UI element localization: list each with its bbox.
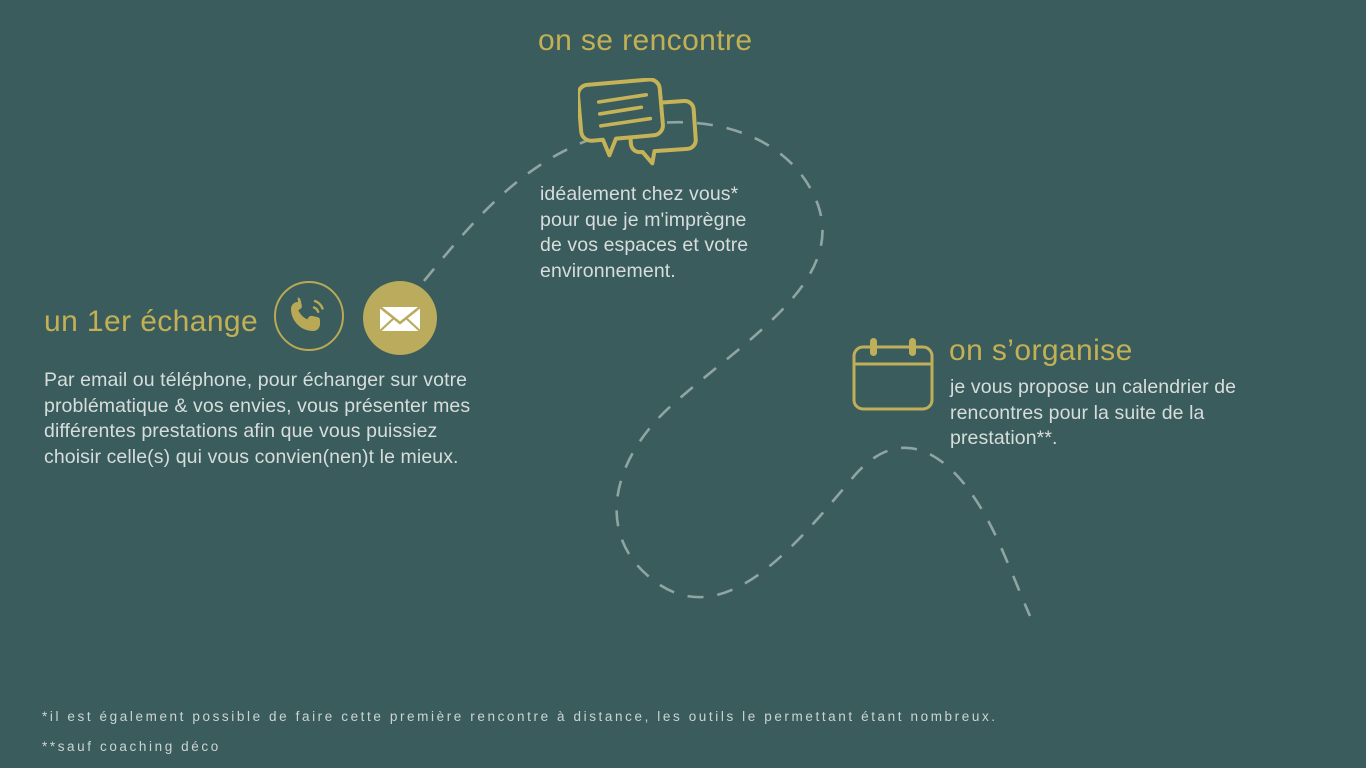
section-title-meet: on se rencontre (538, 24, 753, 57)
first-line-2: problématique & vos envies, vous présent… (44, 394, 471, 417)
meet-line-4: environnement. (540, 259, 676, 282)
section-body-meet: idéalement chez vous* pour que je m'impr… (540, 182, 748, 284)
organise-line-3: prestation**. (950, 427, 1058, 449)
speech-bubbles-icon (576, 77, 708, 168)
organise-line-1: je vous propose un calendrier de (950, 376, 1237, 398)
meet-line-2: pour que je m'imprègne (540, 208, 747, 231)
organise-line-2: rencontres pour la suite de la (950, 401, 1205, 424)
phone-icon-circle (274, 281, 344, 351)
section-body-organise: je vous propose un calendrier de rencont… (950, 375, 1236, 452)
first-line-4: choisir celle(s) qui vous convien(nen)t … (44, 445, 459, 468)
section-title-first-exchange: un 1er échange (44, 305, 259, 338)
first-line-3: différentes prestations afin que vous pu… (44, 420, 438, 442)
calendar-icon (851, 335, 935, 413)
footnote-1: *il est également possible de faire cett… (42, 709, 998, 724)
section-title-organise: on s’organise (949, 334, 1133, 367)
footnotes: *il est également possible de faire cett… (42, 702, 998, 762)
phone-icon (274, 281, 348, 355)
first-line-1: Par email ou téléphone, pour échanger su… (44, 369, 468, 391)
footnote-2: **sauf coaching déco (42, 739, 221, 754)
meet-line-1: idéalement chez vous* (540, 183, 739, 205)
section-body-first-exchange: Par email ou téléphone, pour échanger su… (44, 368, 470, 470)
meet-line-3: de vos espaces et votre (540, 234, 749, 256)
envelope-icon (363, 281, 437, 355)
